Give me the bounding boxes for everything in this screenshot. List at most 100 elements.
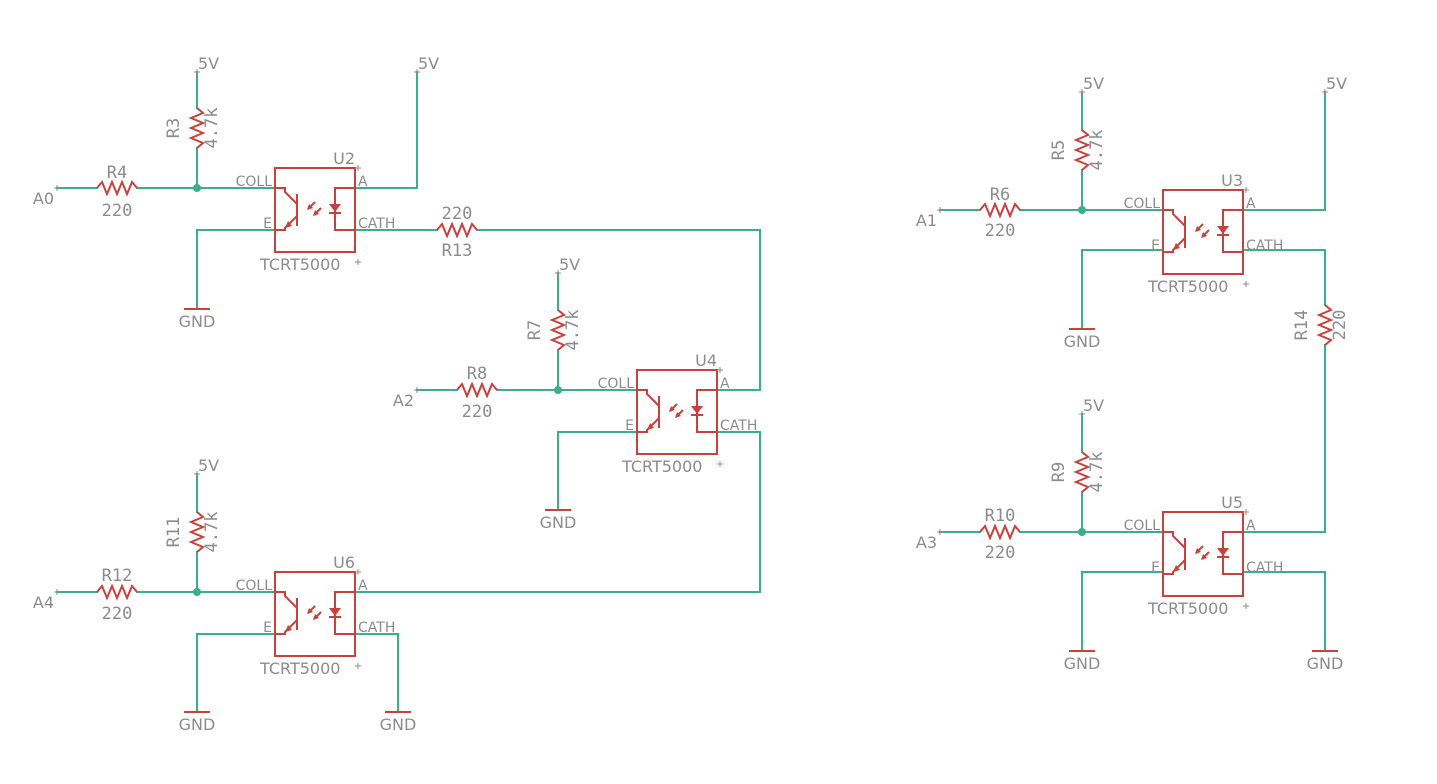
ground-label: GND — [1307, 654, 1344, 673]
resistor-r10: R10 220 — [979, 506, 1021, 563]
pin-label-anode: A — [720, 376, 730, 392]
pin-label-cathode: CATH — [358, 620, 395, 636]
pin-label-anode: A — [358, 578, 368, 594]
resistor-ref-label: R7 — [525, 320, 545, 340]
sensor-value-label: TCRT5000 — [259, 659, 340, 678]
wire — [1242, 91, 1326, 211]
resistor-value-label: 220 — [462, 402, 493, 422]
resistor-ref-label: R9 — [1049, 462, 1069, 482]
junction-dot — [193, 588, 201, 596]
net-label: A1 — [916, 211, 937, 230]
resistor-value-label: 4.7k — [1087, 130, 1107, 171]
ground-icon: GND — [540, 509, 577, 532]
vcc-label: 5V — [418, 54, 439, 73]
vcc-label: 5V — [559, 255, 580, 274]
resistor-r7: R7 4.7k — [525, 309, 583, 351]
resistor-r8: R8 220 — [456, 364, 498, 422]
pin-label-cathode: CATH — [720, 418, 757, 434]
resistor-value-label: 4.7k — [563, 310, 583, 351]
sensor-ref-label: U2 — [333, 149, 355, 168]
net-label: A3 — [916, 533, 937, 552]
wire — [1242, 344, 1326, 533]
resistor-value-label: 220 — [985, 543, 1016, 563]
pin-label-emitter: E — [625, 418, 634, 434]
sensor-ref-label: U3 — [1221, 171, 1243, 190]
pin-label-anode: A — [358, 174, 368, 190]
vcc-label: 5V — [198, 456, 219, 475]
junction-dot — [1078, 206, 1086, 214]
wire — [557, 431, 638, 510]
wire — [1242, 249, 1326, 306]
resistor-ref-label: R4 — [107, 163, 127, 183]
ground-icon: GND — [179, 308, 215, 331]
resistor-ref-label: R8 — [467, 364, 487, 384]
junction-dot — [554, 386, 562, 394]
ground-icon: GND — [179, 711, 216, 734]
ground-label: GND — [540, 513, 577, 532]
resistor-value-label: 220 — [442, 204, 473, 224]
sensor-value-label: TCRT5000 — [621, 457, 702, 476]
pin-label-collector: COLL — [236, 174, 273, 190]
ground-label: GND — [179, 715, 216, 734]
junctions — [193, 184, 1086, 596]
vcc-label: 5V — [198, 54, 219, 73]
pin-label-collector: COLL — [1124, 196, 1161, 212]
resistor-ref-label: R11 — [164, 517, 184, 548]
ground-icon: GND — [1064, 650, 1101, 673]
wire — [476, 229, 761, 391]
net-label: A4 — [33, 593, 54, 612]
resistor-r12: R12 220 — [96, 566, 138, 624]
resistor-value-label: 4.7k — [202, 108, 222, 149]
net-label: A0 — [33, 189, 54, 208]
sensor-ref-label: U6 — [333, 553, 355, 572]
resistor-ref-label: R12 — [102, 566, 133, 586]
sensor-ref-label: U4 — [695, 351, 717, 370]
pin-label-collector: COLL — [1124, 518, 1161, 534]
pin-label-cathode: CATH — [1246, 560, 1283, 576]
resistor-ref-label: R10 — [985, 506, 1016, 526]
wire — [1242, 571, 1326, 651]
wire — [1081, 571, 1164, 651]
ground-label: GND — [1064, 332, 1101, 351]
pin-label-collector: COLL — [598, 376, 635, 392]
junction-dot — [193, 184, 201, 192]
ground-symbols: GND GND GND GND GND GND GND — [179, 308, 1344, 734]
ground-icon: GND — [1307, 650, 1344, 673]
ground-label: GND — [380, 715, 417, 734]
resistor-value-label: 4.7k — [1087, 452, 1107, 493]
pin-label-emitter: E — [263, 620, 272, 636]
vcc-label: 5V — [1083, 74, 1104, 93]
junction-dot — [1078, 528, 1086, 536]
pin-label-cathode: CATH — [1246, 238, 1283, 254]
sensor-value-label: TCRT5000 — [1147, 277, 1228, 296]
resistor-value-label: 220 — [1330, 310, 1350, 341]
ground-icon: GND — [1064, 328, 1101, 351]
vcc-label: 5V — [1083, 396, 1104, 415]
wire — [354, 431, 761, 593]
resistor-ref-label: R3 — [164, 118, 184, 138]
pin-label-emitter: E — [263, 216, 272, 232]
sensor-value-label: TCRT5000 — [1147, 599, 1228, 618]
resistor-value-label: 220 — [985, 221, 1016, 241]
ground-icon: GND — [380, 711, 417, 734]
resistor-value-label: 220 — [102, 604, 133, 624]
pin-label-emitter: E — [1151, 560, 1160, 576]
ground-label: GND — [1064, 654, 1101, 673]
pin-label-anode: A — [1246, 518, 1256, 534]
wire — [1081, 249, 1164, 329]
pin-label-anode: A — [1246, 196, 1256, 212]
resistor-ref-label: R6 — [990, 185, 1010, 205]
